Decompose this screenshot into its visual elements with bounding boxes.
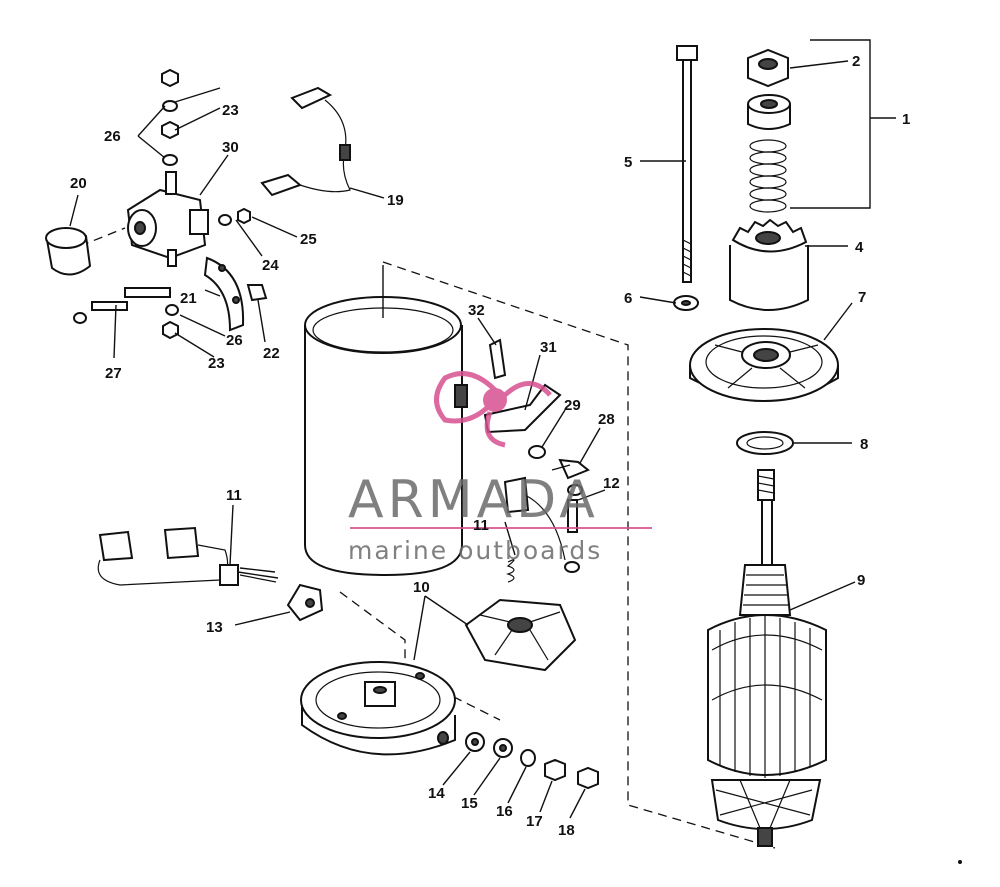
terminal-stud-parts — [483, 338, 590, 533]
boot-ring — [45, 227, 92, 276]
anti-drift-spring — [749, 139, 787, 213]
callout-11-right: 11 — [473, 517, 489, 534]
callout-4: 4 — [855, 239, 864, 256]
callout-27: 27 — [105, 365, 122, 382]
watermark-tagline: marine outboards — [348, 536, 602, 565]
callout-31: 31 — [540, 339, 557, 356]
callout-11-left: 11 — [226, 487, 242, 504]
battery-cable — [260, 86, 351, 197]
callout-28: 28 — [598, 411, 615, 428]
callout-16: 16 — [496, 803, 513, 820]
small-hardware-left — [73, 207, 268, 340]
solenoid-bracket — [203, 256, 245, 332]
drive-pinion-gear — [729, 218, 809, 311]
callout-26-top: 26 — [104, 128, 121, 145]
propeller-logo-icon — [434, 371, 552, 448]
callout-5: 5 — [624, 154, 632, 171]
brushes-right — [503, 476, 580, 583]
callout-17: 17 — [526, 813, 543, 830]
ground-terminal — [286, 583, 324, 622]
armature — [707, 469, 827, 847]
callout-24: 24 — [262, 257, 279, 274]
callout-23-bottom: 23 — [208, 355, 225, 372]
callout-26-bottom: 26 — [226, 332, 243, 349]
motor-frame-housing — [304, 265, 468, 577]
starter-solenoid — [126, 171, 209, 267]
lock-washer — [673, 295, 699, 311]
through-bolt — [676, 45, 698, 283]
armada-watermark: ARMADA marine outboards — [348, 371, 652, 565]
callout-22: 22 — [263, 345, 280, 362]
callout-6: 6 — [624, 290, 632, 307]
drive-end-cap — [689, 328, 839, 402]
callout-2: 2 — [852, 53, 860, 70]
callout-20: 20 — [70, 175, 87, 192]
callout-29: 29 — [564, 397, 581, 414]
callout-32: 32 — [468, 302, 485, 319]
thrust-washer — [736, 431, 794, 455]
callout-7: 7 — [858, 289, 866, 306]
watermark-brand: ARMADA — [348, 470, 599, 530]
callout-15: 15 — [461, 795, 478, 812]
callout-13: 13 — [206, 619, 223, 636]
end-cap-hardware — [465, 732, 599, 790]
pinion-nut — [747, 48, 789, 88]
leader-lines — [69, 39, 896, 819]
callout-25: 25 — [300, 231, 317, 248]
commutator-end-cap — [300, 661, 456, 756]
callout-30: 30 — [222, 139, 239, 156]
callout-21: 21 — [180, 290, 197, 307]
callout-labels: 1 2 4 5 6 7 8 9 10 11 11 12 13 14 15 16 … — [70, 53, 910, 839]
callout-14: 14 — [428, 785, 445, 802]
callout-12: 12 — [603, 475, 620, 492]
callout-1: 1 — [902, 111, 910, 128]
callout-18: 18 — [558, 822, 575, 839]
stop-collar — [747, 94, 791, 130]
callout-23-top: 23 — [222, 102, 239, 119]
callout-10: 10 — [413, 579, 430, 596]
brush-holder-plate — [464, 598, 577, 672]
hex-nuts-stack — [161, 68, 179, 166]
stray-dot — [958, 860, 962, 864]
callout-8: 8 — [860, 436, 868, 453]
callout-19: 19 — [387, 192, 404, 209]
brushes-lead-left — [97, 526, 279, 586]
callout-9: 9 — [857, 572, 865, 589]
